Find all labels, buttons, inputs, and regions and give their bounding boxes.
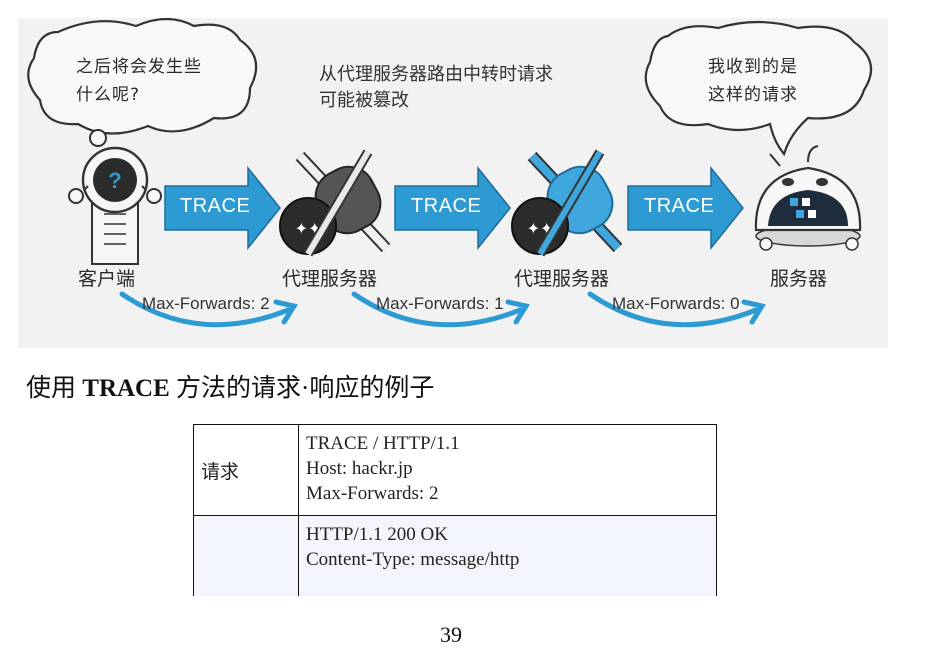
- server-speech-bubble: [644, 20, 873, 157]
- node-label-client: 客户端: [78, 268, 136, 290]
- max-forwards-label: Max-Forwards: 2: [142, 294, 270, 313]
- client-thought-bubble: [27, 18, 258, 162]
- section-title-method: TRACE: [82, 375, 170, 402]
- request-label: 请求: [193, 424, 299, 516]
- server-robot-icon: [754, 145, 862, 251]
- max-forwards-label: Max-Forwards: 0: [612, 294, 740, 313]
- proxy-server-icon: ✦✦: [511, 149, 623, 257]
- response-label: [193, 515, 299, 596]
- section-title-prefix: 使用: [26, 375, 83, 402]
- trace-arrow-2: [394, 165, 511, 251]
- page-number: 39: [440, 622, 462, 647]
- node-label-proxy-1: 代理服务器: [282, 268, 378, 290]
- server-bubble-line: 这样的请求: [708, 85, 798, 105]
- node-label-proxy-2: 代理服务器: [514, 268, 610, 290]
- proxy-server-icon: ✦✦: [279, 149, 391, 257]
- request-content: TRACE / HTTP/1.1 Host: hackr.jp Max-Forw…: [298, 424, 717, 516]
- client-bubble-line: 什么呢?: [76, 85, 141, 105]
- section-title: 使用 TRACE 方法的请求·响应的例子: [26, 368, 434, 404]
- max-forwards-label: Max-Forwards: 1: [376, 294, 504, 313]
- request-line: Max-Forwards: 2: [306, 483, 439, 504]
- svg-text:?: ?: [108, 168, 121, 193]
- max-forwards-curve-2: [351, 291, 530, 328]
- trace-arrow-3: [627, 165, 744, 251]
- max-forwards-curve-1: [119, 291, 298, 328]
- request-row: 请求 TRACE / HTTP/1.1 Host: hackr.jp Max-F…: [193, 424, 717, 516]
- figure-caption-line: 可能被篡改: [319, 90, 409, 111]
- client-robot-icon: ?: [68, 146, 162, 265]
- arrow-label: TRACE: [180, 195, 251, 217]
- figure-caption-line: 从代理服务器路由中转时请求: [319, 64, 553, 85]
- node-label-server: 服务器: [770, 268, 828, 290]
- trace-example-table: 请求 TRACE / HTTP/1.1 Host: hackr.jp Max-F…: [193, 424, 717, 596]
- server-bubble-line: 我收到的是: [708, 57, 798, 77]
- client-bubble-line: 之后将会发生些: [76, 57, 202, 77]
- arrow-label: TRACE: [644, 195, 715, 217]
- trace-arrow-1: [164, 165, 281, 251]
- response-content: HTTP/1.1 200 OK Content-Type: message/ht…: [298, 515, 717, 596]
- response-line: HTTP/1.1 200 OK: [306, 524, 448, 545]
- trace-illustration: ? ✦✦ ✦✦: [18, 18, 888, 348]
- response-line: Content-Type: message/http: [306, 549, 520, 570]
- illustration-graphics: ? ✦✦ ✦✦: [27, 18, 873, 328]
- arrow-label: TRACE: [411, 195, 482, 217]
- request-line: Host: hackr.jp: [306, 458, 413, 479]
- request-line: TRACE / HTTP/1.1: [306, 433, 460, 454]
- response-row: HTTP/1.1 200 OK Content-Type: message/ht…: [193, 515, 717, 596]
- section-title-suffix: 方法的请求·响应的例子: [169, 375, 435, 402]
- max-forwards-curve-3: [587, 291, 766, 328]
